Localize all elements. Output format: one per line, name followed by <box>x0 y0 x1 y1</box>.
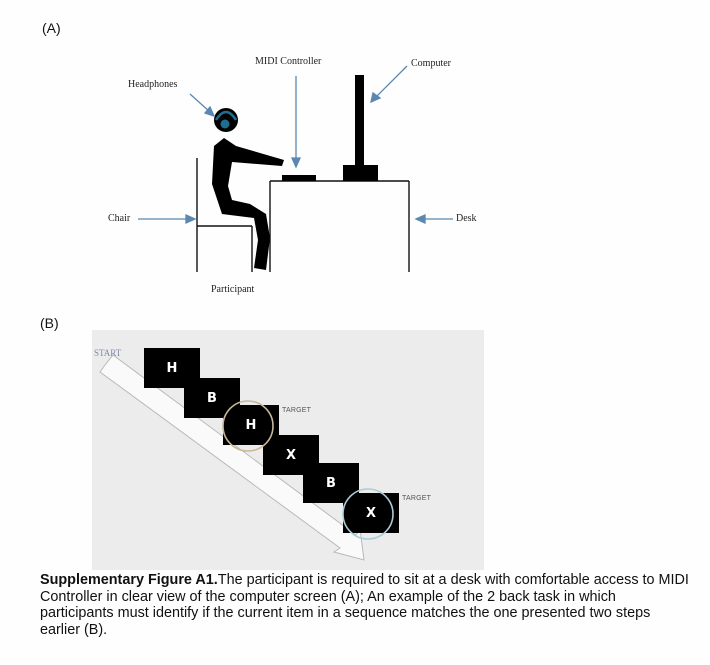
caption-text: The participant is required to sit at a … <box>40 572 689 638</box>
figure-panel-a: (A) <box>0 0 710 310</box>
label-headphones: Headphones <box>128 79 178 90</box>
computer-monitor-shape <box>343 75 378 181</box>
sequence-card-4: X <box>263 435 319 475</box>
caption-title: Supplementary Figure A1. <box>40 572 218 588</box>
headphones-arrow-head <box>203 105 216 118</box>
start-label: START <box>94 348 122 358</box>
label-chair: Chair <box>108 213 131 224</box>
computer-arrow-head <box>370 91 382 104</box>
desk-arrow-head <box>414 213 426 225</box>
figure-caption: Supplementary Figure A1.The participant … <box>40 572 690 638</box>
desk-shape <box>269 180 410 272</box>
nback-task-panel: START H B H X B X TARGET TARGET <box>92 330 484 570</box>
computer-arrow <box>374 65 408 99</box>
headphones-arrow <box>189 93 211 113</box>
panel-b-label: (B) <box>40 315 59 331</box>
label-participant: Participant <box>211 284 255 295</box>
setup-illustration <box>138 65 453 272</box>
headphones-shape <box>214 110 238 129</box>
chair-shape <box>196 158 253 272</box>
midi-controller-shape <box>282 175 316 181</box>
target-ring-1 <box>222 400 274 452</box>
chair-arrow-head <box>185 213 197 225</box>
target-label-2: TARGET <box>402 495 432 502</box>
label-midi-controller: MIDI Controller <box>255 56 322 67</box>
label-desk: Desk <box>456 213 477 224</box>
target-rings <box>222 400 394 540</box>
target-ring-2 <box>342 488 394 540</box>
panel-a-label: (A) <box>42 20 61 36</box>
label-computer: Computer <box>411 58 451 69</box>
target-label-1: TARGET <box>282 407 312 414</box>
midi-arrow-head <box>290 157 302 169</box>
participant-figure <box>212 108 284 270</box>
